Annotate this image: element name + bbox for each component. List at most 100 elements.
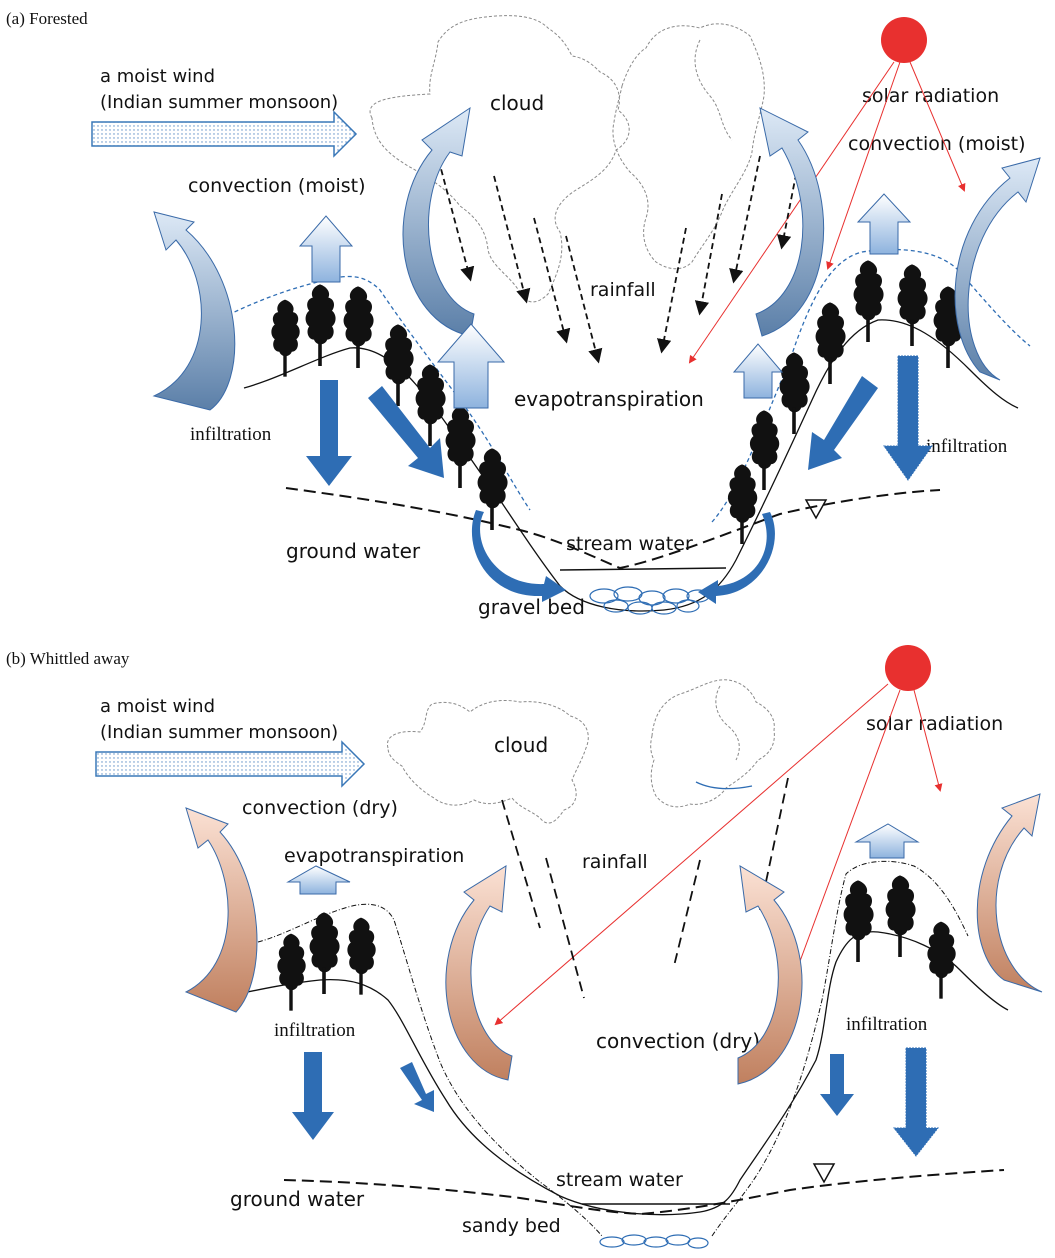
tree-icon [271, 299, 300, 377]
sand-grain [687, 1237, 709, 1249]
convection-arrow-outer-right [976, 793, 1043, 993]
sandy-bed [599, 1234, 709, 1249]
tree-icon [477, 448, 508, 530]
rainfall-label: rainfall [590, 279, 656, 301]
rain-line [435, 149, 475, 282]
cloud-outline-left [386, 699, 589, 824]
convection-arrow-center-right [737, 865, 803, 1085]
wind-arrow-icon [95, 740, 366, 788]
gravel-bed [589, 586, 710, 615]
evapotranspiration-label: evapotranspiration [284, 845, 464, 867]
evapo-arrow [286, 865, 351, 895]
infiltration-arrow [808, 376, 878, 470]
tree-icon [749, 410, 780, 490]
gravel-stone [613, 586, 643, 602]
stream-water-label: stream water [556, 1169, 683, 1191]
convection-arrows-dry [184, 793, 1043, 1085]
solar-ray [826, 61, 901, 270]
solar-ray [688, 61, 895, 364]
sun-icon [881, 17, 927, 63]
water-table-line [283, 1169, 1005, 1216]
cloud-inner-detail [694, 39, 733, 141]
infiltration-arrow [368, 386, 444, 478]
cloud-inner-rain-curve [695, 781, 753, 790]
water-table-triangle-icon [812, 1163, 836, 1184]
solar-ray [909, 61, 966, 192]
rainfall-label: rainfall [582, 851, 648, 873]
groundwater-flow-arrow-right [698, 512, 775, 604]
solar-rays [688, 61, 966, 364]
gravel-stone [603, 599, 629, 613]
rain-line [493, 175, 531, 304]
infiltration-arrow [400, 1062, 434, 1112]
stream-water-surface [559, 567, 727, 571]
solar-label: solar radiation [862, 85, 999, 107]
convection-arrow-outer-right [954, 157, 1041, 381]
convection-arrow-center-left [445, 865, 513, 1081]
rain-line [694, 193, 723, 316]
infiltration-right-label: infiltration [846, 1014, 928, 1035]
canopy-line-left [221, 275, 531, 511]
cloud-label: cloud [494, 733, 548, 757]
groundwater-flow-arrow-left [471, 510, 566, 602]
wind-label-line2: (Indian summer monsoon) [100, 722, 338, 743]
rainfall-lines [435, 149, 801, 364]
groundwater-flow-arrows [471, 510, 775, 604]
tree-icon [383, 324, 414, 406]
evapo-arrow [856, 193, 912, 255]
evapo-arrow [298, 215, 354, 283]
evapotranspiration-arrows [298, 193, 912, 409]
solar-ray [780, 689, 901, 1012]
infiltration-arrow-dotted [883, 355, 933, 481]
tree-icon [347, 917, 376, 995]
convection-center-label: convection (dry) [596, 1029, 760, 1053]
former-surface-line-right [711, 860, 969, 1237]
gravel-stone [627, 601, 653, 615]
cloud-label: cloud [490, 91, 544, 115]
infiltration-right-label: infiltration [926, 436, 1008, 457]
wind-arrow-icon [91, 110, 358, 158]
tree-icon [343, 286, 374, 368]
stream-water-label: stream water [566, 533, 693, 555]
remaining-trees [277, 875, 956, 1011]
bed-label: gravel bed [478, 595, 585, 619]
tree-icon [727, 464, 758, 544]
tree-icon [897, 264, 928, 346]
tree-icon [779, 352, 810, 434]
rain-line [545, 857, 585, 999]
solar-label: solar radiation [866, 713, 1003, 735]
evapotranspiration-arrows [286, 823, 920, 895]
solar-ray [913, 689, 943, 792]
panel-whittled: (b) Whittled away a moist wind (Indian s… [6, 645, 1043, 1249]
convection-arrow-center-left [402, 106, 475, 337]
cloud-outline-right [612, 23, 765, 270]
rain-line [533, 217, 571, 344]
rain-line [657, 227, 687, 354]
infiltration-arrow [292, 1052, 334, 1140]
rain-line [729, 155, 761, 284]
evapo-arrow [854, 823, 920, 859]
rain-line [501, 799, 541, 929]
sand-grain [599, 1236, 625, 1248]
convection-left-label: convection (dry) [242, 797, 398, 819]
cloud-inner-detail [715, 685, 740, 761]
tree-icon [815, 302, 846, 384]
cloud-outline-right [650, 679, 775, 808]
solar-rays [494, 683, 943, 1026]
convection-arrow-center-right [755, 107, 825, 337]
convection-arrows-moist [152, 106, 1041, 411]
solar-ray [494, 683, 889, 1026]
evapo-arrow [732, 343, 784, 399]
panel-forested: (a) Forested a moist wind (Indian summer… [6, 9, 1041, 619]
convection-right-label: convection (moist) [848, 133, 1026, 155]
former-surface-line-left [257, 903, 603, 1237]
infiltration-left-label: infiltration [274, 1020, 356, 1041]
convection-left-label: convection (moist) [188, 175, 366, 197]
sand-grain [665, 1234, 691, 1246]
tree-icon [415, 364, 446, 446]
water-table-triangle-icon [804, 499, 828, 520]
sand-grain [621, 1234, 647, 1246]
ground-water-label: ground water [230, 1187, 365, 1211]
rain-line [565, 235, 603, 364]
